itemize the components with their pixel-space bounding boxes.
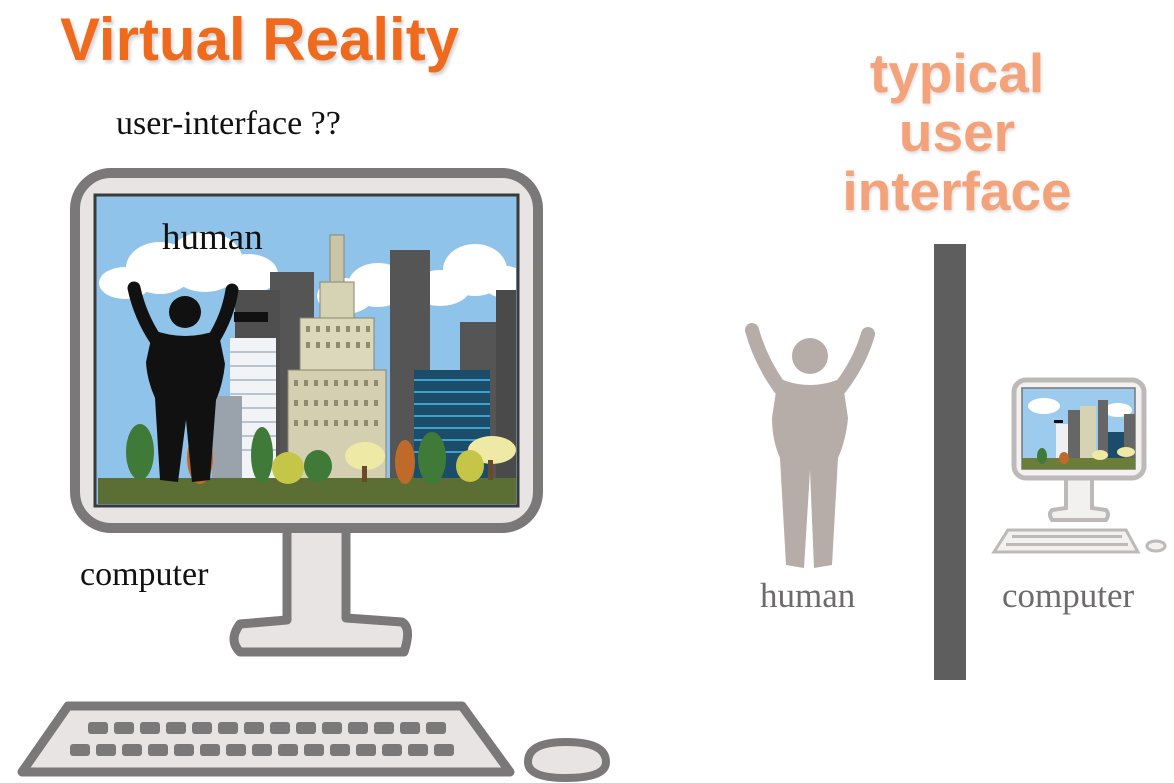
user-interface-caption: user-interface ??: [116, 105, 341, 142]
human-figure-icon: [745, 323, 875, 568]
human-label-typical: human: [760, 576, 856, 615]
keyboard-icon: [17, 701, 515, 777]
typical-title-line-3: interface: [842, 160, 1072, 222]
human-label-vr: human: [162, 217, 263, 258]
computer-label-typical: computer: [1002, 576, 1135, 615]
mouse-icon: [523, 737, 611, 783]
virtual-reality-title: Virtual Reality: [60, 6, 460, 73]
typical-title-line-2: user: [898, 101, 1016, 163]
human-figure-icon: [127, 281, 239, 482]
typical-user-interface-title: typical user interface: [792, 44, 1122, 221]
typical-title-line-1: typical: [869, 42, 1045, 104]
small-computer-icon: [991, 377, 1167, 554]
computer-label-vr: computer: [80, 556, 209, 593]
barrier-bar: [934, 244, 966, 680]
